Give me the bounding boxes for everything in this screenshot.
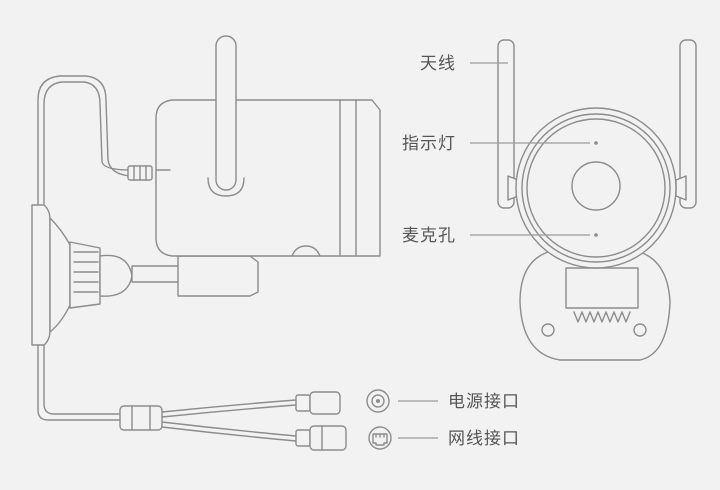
power-port-icon [366, 389, 390, 413]
power-plug [309, 391, 341, 415]
label-network-port: 网线接口 [448, 429, 520, 449]
ball-joint [99, 254, 133, 297]
cable-loop [37, 75, 131, 206]
antenna-side [215, 35, 237, 191]
cable-splitter [119, 405, 163, 431]
power-plug-sleeve [295, 394, 311, 412]
network-plug [309, 425, 347, 451]
antenna-right [679, 39, 697, 209]
network-port-icon [368, 426, 392, 450]
mount-bracket [177, 255, 259, 297]
camera-body [155, 99, 381, 257]
camera-side-view [31, 35, 381, 346]
antenna-left [497, 39, 515, 209]
label-antenna: 天线 [420, 54, 456, 74]
indicator-dot [594, 141, 598, 145]
label-indicator: 指示灯 [402, 134, 456, 154]
front-gear-block [565, 267, 639, 309]
front-gear-teeth [573, 311, 631, 323]
microphone-dot [594, 233, 598, 237]
camera-front-view [497, 39, 697, 361]
mount-arm [131, 265, 181, 283]
label-power-port: 电源接口 [448, 392, 520, 412]
mount-base [49, 217, 71, 333]
camera-lens [571, 161, 621, 211]
label-microphone: 麦克孔 [402, 226, 456, 246]
cable-split [37, 344, 347, 451]
network-plug-sleeve [295, 429, 311, 447]
mount-gear [73, 251, 99, 293]
wall-mount-plate [31, 204, 51, 346]
